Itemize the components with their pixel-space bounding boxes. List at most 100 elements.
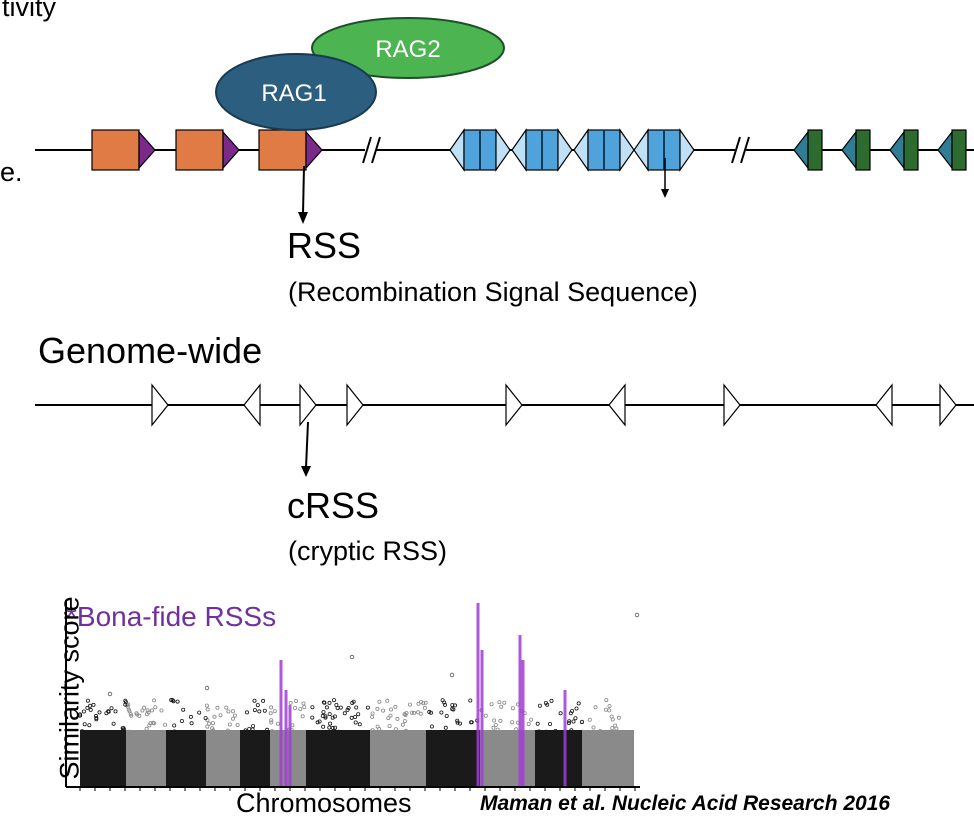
score-point bbox=[210, 721, 215, 726]
score-point bbox=[610, 717, 615, 722]
crss-description: (cryptic RSS) bbox=[288, 536, 448, 566]
bona-fide-spike-8 bbox=[563, 690, 567, 787]
score-point bbox=[252, 708, 257, 713]
score-point bbox=[388, 713, 393, 718]
score-point bbox=[498, 718, 503, 723]
score-point bbox=[215, 705, 220, 710]
score-point bbox=[338, 705, 343, 710]
score-point bbox=[252, 698, 257, 703]
score-outlier-5 bbox=[107, 691, 113, 697]
score-point bbox=[88, 707, 93, 712]
score-point bbox=[442, 702, 447, 707]
score-point bbox=[152, 698, 157, 703]
crss-triangle-6 bbox=[608, 383, 626, 427]
bona-fide-spikes bbox=[279, 603, 567, 787]
score-point bbox=[210, 726, 215, 731]
score-point bbox=[331, 698, 336, 703]
score-point bbox=[250, 727, 255, 732]
score-point bbox=[451, 707, 456, 712]
d-right-triangle-3 bbox=[619, 128, 635, 172]
score-point bbox=[526, 722, 531, 727]
score-point bbox=[332, 714, 337, 719]
score-point bbox=[558, 711, 563, 716]
score-point bbox=[218, 713, 223, 718]
score-points bbox=[78, 612, 640, 735]
score-point bbox=[327, 725, 332, 730]
score-point bbox=[537, 703, 542, 708]
chromosome-band-9 bbox=[426, 730, 480, 787]
score-point bbox=[370, 728, 375, 733]
bona-fide-spike-3 bbox=[288, 705, 292, 787]
score-point bbox=[452, 703, 457, 708]
score-point bbox=[129, 713, 134, 718]
score-point bbox=[146, 710, 151, 715]
j-segment-3 bbox=[903, 129, 919, 171]
score-point bbox=[321, 710, 326, 715]
score-point bbox=[327, 700, 332, 705]
j-segment-2 bbox=[855, 129, 871, 171]
score-point bbox=[548, 722, 553, 727]
score-point bbox=[450, 703, 455, 708]
crss-arrow bbox=[301, 421, 311, 477]
score-point bbox=[224, 705, 229, 710]
crss-triangle-9 bbox=[939, 383, 957, 427]
score-point bbox=[510, 706, 515, 711]
score-point bbox=[151, 720, 156, 725]
chromosome-band-1 bbox=[80, 730, 126, 787]
score-point bbox=[211, 728, 216, 733]
j-segments bbox=[793, 129, 967, 171]
rag1-complex: RAG1 bbox=[215, 53, 377, 131]
score-point bbox=[78, 712, 83, 717]
score-point bbox=[294, 699, 299, 704]
score-point bbox=[333, 725, 338, 730]
score-point bbox=[381, 708, 386, 713]
chromosome-band-5 bbox=[240, 730, 270, 787]
score-point bbox=[85, 698, 90, 703]
score-point bbox=[387, 724, 392, 729]
score-point bbox=[483, 713, 488, 718]
score-point bbox=[153, 705, 158, 710]
score-point bbox=[529, 717, 534, 722]
score-point bbox=[370, 714, 375, 719]
score-point bbox=[328, 721, 333, 726]
y-axis-label: Similarity score bbox=[54, 596, 85, 780]
citation: Maman et al. Nucleic Acid Research 2016 bbox=[480, 792, 891, 815]
score-point bbox=[321, 724, 326, 729]
band-body-6 bbox=[270, 730, 306, 787]
score-point bbox=[377, 727, 382, 732]
score-point bbox=[269, 718, 274, 723]
score-point bbox=[261, 698, 266, 703]
score-point bbox=[300, 714, 305, 719]
score-point bbox=[543, 701, 548, 706]
bona-fide-spike-6 bbox=[518, 635, 522, 787]
score-point bbox=[205, 724, 210, 729]
score-point bbox=[205, 718, 210, 723]
j-rss-triangle-3 bbox=[889, 130, 905, 170]
score-point bbox=[235, 723, 240, 728]
score-point bbox=[87, 723, 92, 728]
score-point bbox=[189, 721, 194, 726]
score-point bbox=[416, 701, 421, 706]
score-point bbox=[379, 729, 384, 734]
band-body-2 bbox=[126, 730, 166, 787]
score-point bbox=[469, 720, 474, 725]
score-point bbox=[335, 706, 340, 711]
score-point bbox=[535, 721, 540, 726]
score-point bbox=[455, 720, 460, 725]
score-point bbox=[411, 710, 416, 715]
score-point bbox=[88, 703, 93, 708]
score-point bbox=[418, 700, 423, 705]
chromosome-band-3 bbox=[166, 730, 206, 787]
score-point bbox=[377, 699, 382, 704]
score-point bbox=[111, 721, 116, 726]
score-point bbox=[244, 710, 249, 715]
score-point bbox=[353, 715, 358, 720]
score-point bbox=[135, 712, 140, 717]
score-point bbox=[80, 729, 85, 734]
rag1-label: RAG1 bbox=[261, 80, 326, 107]
bona-fide-spike-5 bbox=[480, 650, 484, 787]
score-point bbox=[566, 721, 571, 726]
crss-triangles bbox=[151, 383, 957, 427]
score-point bbox=[385, 698, 390, 703]
crss-triangle-5 bbox=[505, 383, 523, 427]
